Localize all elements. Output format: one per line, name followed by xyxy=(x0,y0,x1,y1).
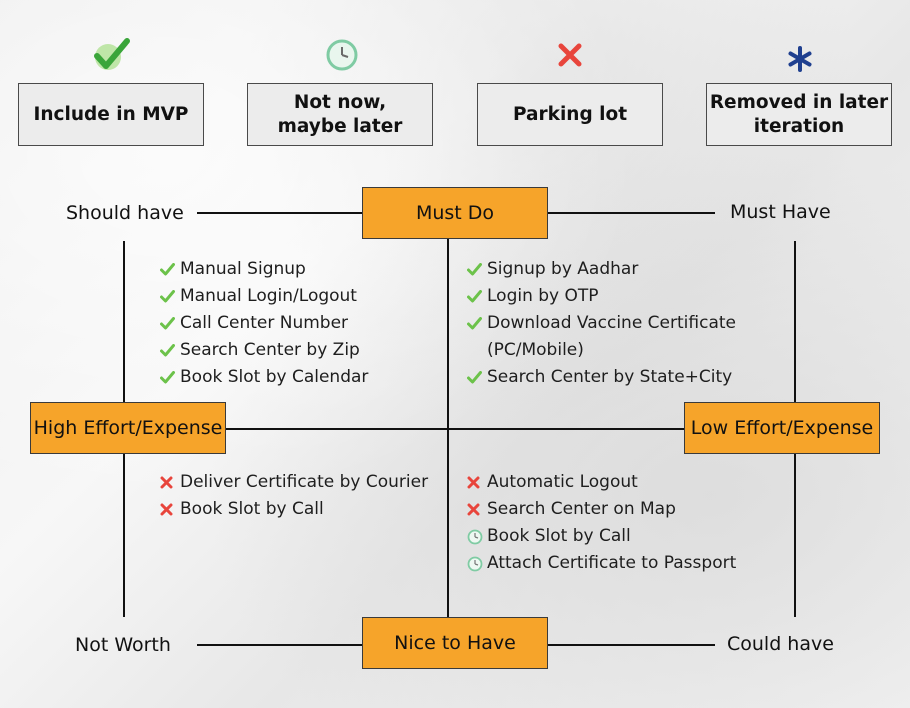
top-line-left xyxy=(197,212,363,214)
list-item: Manual Login/Logout xyxy=(160,283,368,310)
legend-asterisk-icon xyxy=(785,44,815,74)
legend-cross-icon xyxy=(555,40,585,70)
check-icon xyxy=(160,283,180,310)
list-item: Download Vaccine Certificate (PC/Mobile) xyxy=(467,310,736,364)
list-item-label: Call Center Number xyxy=(180,313,349,333)
clock-icon xyxy=(467,523,487,550)
list-item-label: Manual Signup xyxy=(180,259,306,279)
bottom-line-right xyxy=(547,644,715,646)
check-icon xyxy=(160,256,180,283)
corner-must-have: Must Have xyxy=(730,201,831,223)
list-item: Login by OTP xyxy=(467,283,736,310)
list-item: Automatic Logout xyxy=(467,469,736,496)
cross-icon xyxy=(160,496,180,523)
axis-must-do: Must Do xyxy=(362,187,548,239)
horizontal-axis xyxy=(224,428,685,430)
legend-not-now-maybe-later: Not now, maybe later xyxy=(247,83,433,146)
list-item-label: Book Slot by Calendar xyxy=(180,367,369,387)
check-icon xyxy=(160,337,180,364)
check-icon xyxy=(160,310,180,337)
list-item: Search Center by Zip xyxy=(160,337,368,364)
list-item: Deliver Certificate by Courier xyxy=(160,469,428,496)
bottom-line-left xyxy=(197,644,363,646)
list-item-label: Signup by Aadhar xyxy=(487,259,639,279)
top-line-right xyxy=(547,212,715,214)
cross-icon xyxy=(160,469,180,496)
cross-icon xyxy=(467,469,487,496)
list-item: Call Center Number xyxy=(160,310,368,337)
legend-parking-lot: Parking lot xyxy=(477,83,663,146)
list-item-label: Search Center by Zip xyxy=(180,340,360,360)
axis-high-effort: High Effort/Expense xyxy=(30,402,226,454)
list-item-label: Book Slot by Call xyxy=(180,499,324,519)
check-icon xyxy=(160,364,180,391)
check-icon xyxy=(467,283,487,310)
check-icon xyxy=(467,310,487,337)
list-item: Attach Certificate to Passport xyxy=(467,550,736,577)
list-item-label: Deliver Certificate by Courier xyxy=(180,472,429,492)
list-item-label: Search Center by State+City xyxy=(487,367,733,387)
list-item-label: Manual Login/Logout xyxy=(180,286,357,306)
list-item: Book Slot by Calendar xyxy=(160,364,368,391)
legend-check-icon xyxy=(90,36,132,74)
list-item: Manual Signup xyxy=(160,256,368,283)
list-item: Book Slot by Call xyxy=(160,496,428,523)
corner-could-have: Could have xyxy=(727,633,834,655)
check-icon xyxy=(467,256,487,283)
legend-removed-in-later-iteration: Removed in later iteration xyxy=(706,83,892,146)
list-item: Search Center by State+City xyxy=(467,364,736,391)
legend-include-in-mvp: Include in MVP xyxy=(18,83,204,146)
list-item-label: Login by OTP xyxy=(487,286,599,306)
corner-not-worth: Not Worth xyxy=(75,634,171,656)
check-icon xyxy=(467,364,487,391)
legend-clock-icon xyxy=(325,38,359,72)
clock-icon xyxy=(467,550,487,577)
cross-icon xyxy=(467,496,487,523)
corner-should-have: Should have xyxy=(66,202,184,224)
list-item: Signup by Aadhar xyxy=(467,256,736,283)
list-item-label: Automatic Logout xyxy=(487,472,638,492)
vertical-axis xyxy=(447,239,449,618)
list-item-label: Attach Certificate to Passport xyxy=(487,553,737,573)
list-item-label: Download Vaccine Certificate (PC/Mobile) xyxy=(487,313,736,360)
axis-low-effort: Low Effort/Expense xyxy=(684,402,880,454)
list-item: Book Slot by Call xyxy=(467,523,736,550)
list-item-label: Search Center on Map xyxy=(487,499,676,519)
list-item: Search Center on Map xyxy=(467,496,736,523)
list-item-label: Book Slot by Call xyxy=(487,526,631,546)
axis-nice-to-have: Nice to Have xyxy=(362,617,548,669)
